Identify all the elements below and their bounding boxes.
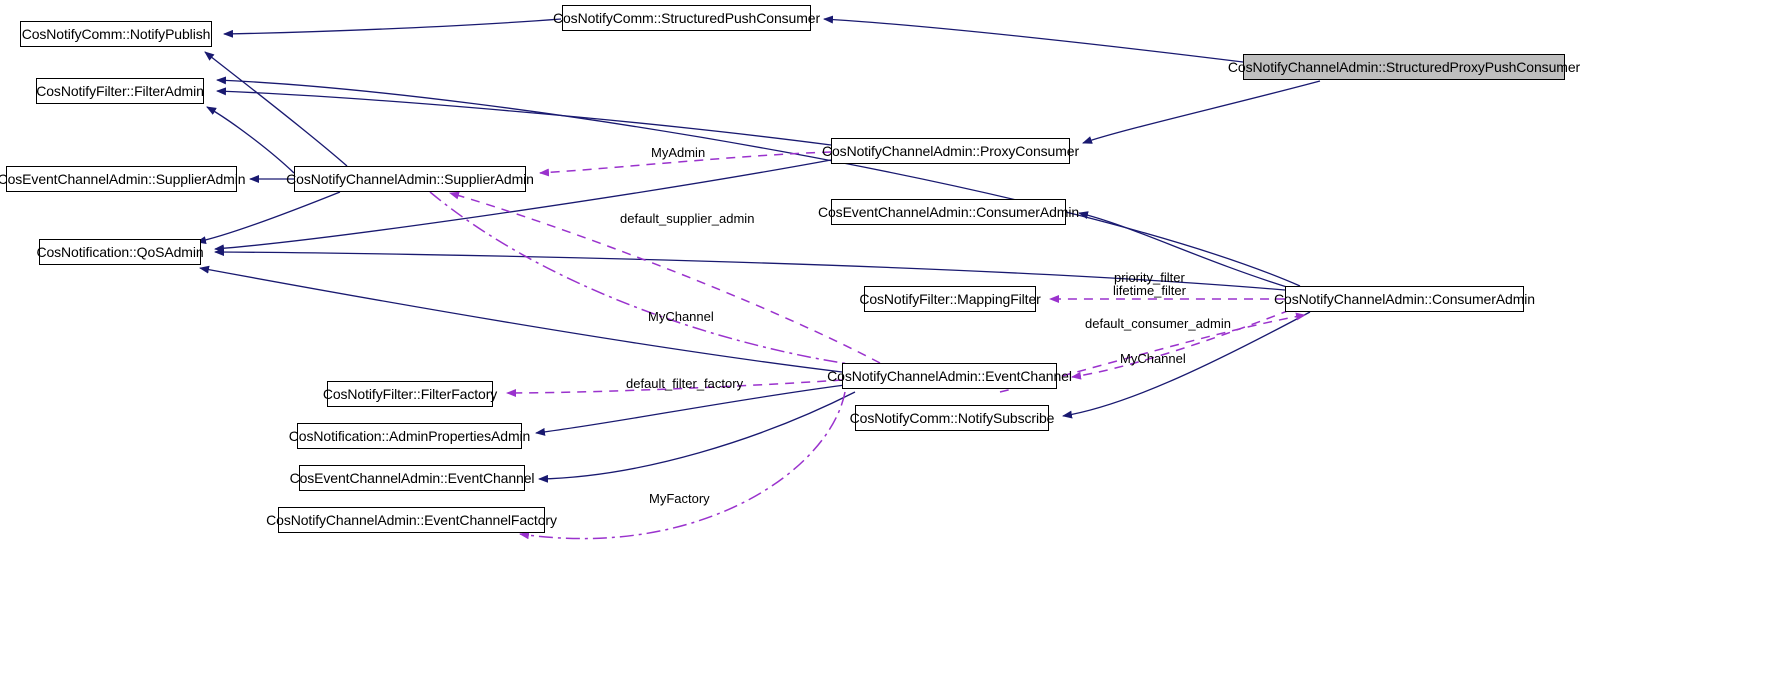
node-adminpropertiesadmin[interactable]: CosNotification::AdminPropertiesAdmin bbox=[289, 423, 530, 449]
node-mappingfilter[interactable]: CosNotifyFilter::MappingFilter bbox=[859, 286, 1041, 312]
node-structuredproxypushconsumer[interactable]: CosNotifyChannelAdmin::StructuredProxyPu… bbox=[1228, 54, 1580, 80]
node-filterfactory[interactable]: CosNotifyFilter::FilterFactory bbox=[323, 381, 497, 407]
node-cosevent-consumeradmin[interactable]: CosEventChannelAdmin::ConsumerAdmin bbox=[818, 199, 1079, 225]
node-proxyconsumer[interactable]: CosNotifyChannelAdmin::ProxyConsumer bbox=[822, 138, 1079, 164]
edge-structproxypush-structpushconsumer bbox=[823, 15, 1244, 63]
node-qosadmin[interactable]: CosNotification::QoSAdmin bbox=[36, 239, 204, 265]
node-structuredpushconsumer[interactable]: CosNotifyComm::StructuredPushConsumer bbox=[553, 5, 820, 31]
node-filteradmin[interactable]: CosNotifyFilter::FilterAdmin bbox=[36, 78, 204, 104]
edge-eventchannel-qosadmin bbox=[199, 265, 843, 373]
edge-structproxypush-proxyconsumer bbox=[1082, 80, 1321, 144]
edge-label-priority-filter: priority_filter bbox=[1114, 270, 1185, 285]
edge-supplieradmin-notifypublish bbox=[204, 51, 348, 167]
edge-label-myadmin: MyAdmin bbox=[651, 145, 706, 160]
edge-proxyconsumer-qosadmin bbox=[214, 159, 832, 253]
edge-supplieradmin-qosadmin bbox=[196, 191, 341, 245]
node-cosnotify-consumeradmin[interactable]: CosNotifyChannelAdmin::ConsumerAdmin bbox=[1274, 286, 1535, 312]
node-notifypublish[interactable]: CosNotifyComm::NotifyPublish bbox=[20, 21, 212, 47]
edge-label-default-supplier-admin: default_supplier_admin bbox=[620, 211, 755, 226]
edge-label-default-filter-factory: default_filter_factory bbox=[626, 376, 744, 391]
edge-proxyconsumer-filteradmin bbox=[216, 87, 832, 146]
edge-nconsumeradmin-cconsumeradmin bbox=[1078, 211, 1291, 289]
node-eventchannelfactory[interactable]: CosNotifyChannelAdmin::EventChannelFacto… bbox=[266, 507, 557, 533]
edge-supplieradmin-filteradmin bbox=[206, 106, 295, 174]
edge-nconsumeradmin-notifysubscribe bbox=[1062, 311, 1311, 419]
edge-eventchannel-eventchannelfactory-myfactory bbox=[519, 391, 846, 540]
edge-structpushconsumer-notifypublish bbox=[223, 18, 562, 38]
inheritance-edges bbox=[196, 15, 1321, 483]
edge-eventchannel-cosevtchannel bbox=[538, 391, 856, 483]
edge-label-mychannel-lower: MyChannel bbox=[1120, 351, 1186, 366]
node-cosnotify-supplieradmin[interactable]: CosNotifyChannelAdmin::SupplierAdmin bbox=[286, 166, 534, 192]
edge-label-default-consumer-admin: default_consumer_admin bbox=[1085, 316, 1231, 331]
edge-eventchannel-adminprops bbox=[535, 384, 846, 436]
node-cosevent-supplieradmin[interactable]: CosEventChannelAdmin::SupplierAdmin bbox=[0, 166, 246, 192]
node-notifysubscribe[interactable]: CosNotifyComm::NotifySubscribe bbox=[850, 405, 1054, 431]
edge-supplieradmin-eventchannel-mychannel bbox=[429, 191, 881, 372]
edge-consumeradmin-filteradmin bbox=[216, 76, 1301, 287]
node-cosnotify-eventchannel[interactable]: CosNotifyChannelAdmin::EventChannel bbox=[827, 363, 1072, 389]
edge-consumeradmin-eventchannel-mychannel bbox=[1071, 309, 1291, 380]
edge-label-mychannel-upper: MyChannel bbox=[648, 309, 714, 324]
edge-label-lifetime-filter: lifetime_filter bbox=[1113, 283, 1186, 298]
edge-eventchannel-filterfactory bbox=[506, 379, 843, 397]
node-cosevent-eventchannel[interactable]: CosEventChannelAdmin::EventChannel bbox=[290, 465, 535, 491]
edge-proxyconsumer-supplieradmin-myadmin bbox=[539, 151, 832, 177]
edge-nconsumeradmin-qosadmin bbox=[214, 248, 1286, 291]
edge-label-myfactory: MyFactory bbox=[649, 491, 710, 506]
